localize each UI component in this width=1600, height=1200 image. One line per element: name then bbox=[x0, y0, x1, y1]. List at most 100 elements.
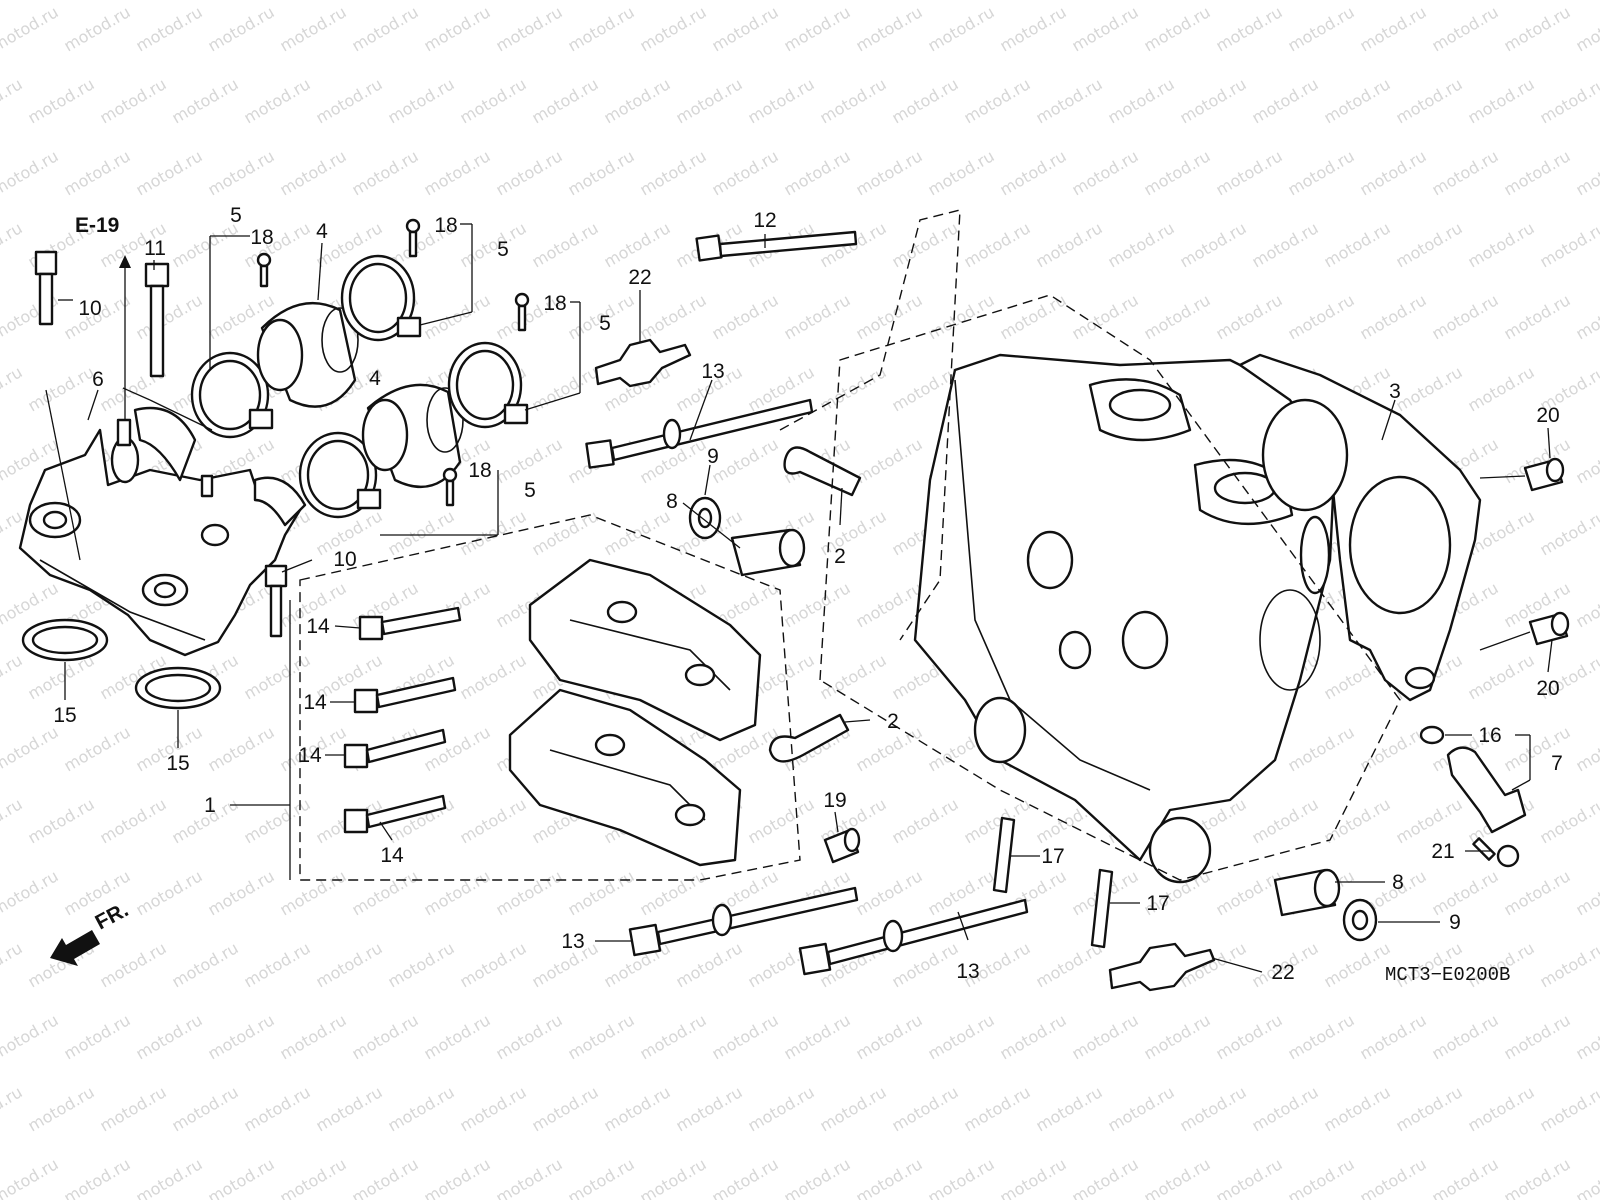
watermark-text: motod.ru bbox=[349, 866, 422, 919]
watermark-text: motod.ru bbox=[277, 1154, 350, 1200]
callout-15-right: 15 bbox=[166, 752, 189, 775]
watermark-text: motod.ru bbox=[421, 1154, 494, 1200]
watermark-text: motod.ru bbox=[0, 938, 26, 991]
watermark-text: motod.ru bbox=[97, 74, 170, 127]
watermark-text: motod.ru bbox=[1537, 794, 1600, 847]
watermark-text: motod.ru bbox=[709, 1154, 782, 1200]
watermark-text: motod.ru bbox=[169, 1082, 242, 1135]
watermark-text: motod.ru bbox=[133, 1010, 206, 1063]
watermark-text: motod.ru bbox=[133, 146, 206, 199]
watermark-text: motod.ru bbox=[709, 290, 782, 343]
watermark-text: motod.ru bbox=[1249, 1082, 1322, 1135]
callout-10-lower: 10 bbox=[333, 548, 356, 571]
watermark-text: motod.ru bbox=[1177, 74, 1250, 127]
watermark-text: motod.ru bbox=[1069, 146, 1142, 199]
watermark-text: motod.ru bbox=[0, 650, 26, 703]
watermark-text: motod.ru bbox=[1501, 290, 1574, 343]
watermark-text: motod.ru bbox=[25, 74, 98, 127]
watermark-text: motod.ru bbox=[241, 1082, 314, 1135]
watermark-text: motod.ru bbox=[1465, 1082, 1538, 1135]
watermark-text: motod.ru bbox=[1573, 578, 1600, 631]
watermark-text: motod.ru bbox=[1141, 1154, 1214, 1200]
watermark-text: motod.ru bbox=[1249, 218, 1322, 271]
watermark-text: motod.ru bbox=[421, 2, 494, 55]
callout-1: 1 bbox=[204, 794, 216, 817]
watermark-text: motod.ru bbox=[385, 938, 458, 991]
watermark-text: motod.ru bbox=[1429, 866, 1502, 919]
watermark-text: motod.ru bbox=[1357, 290, 1430, 343]
callout-10-upper: 10 bbox=[78, 297, 101, 320]
watermark-text: motod.ru bbox=[133, 2, 206, 55]
watermark-text: motod.ru bbox=[997, 1010, 1070, 1063]
watermark-text: motod.ru bbox=[709, 1010, 782, 1063]
watermark-text: motod.ru bbox=[1285, 146, 1358, 199]
cylinder-head bbox=[913, 353, 1337, 884]
clamp-5-c bbox=[298, 431, 382, 519]
seal-9-lower bbox=[1342, 898, 1378, 942]
watermark-text: motod.ru bbox=[205, 146, 278, 199]
watermark-text: motod.ru bbox=[529, 218, 602, 271]
callout-14-c: 14 bbox=[298, 744, 322, 767]
watermark-text: motod.ru bbox=[961, 1082, 1034, 1135]
collar-8-upper bbox=[730, 528, 806, 577]
watermark-text: motod.ru bbox=[781, 146, 854, 199]
watermark-text: motod.ru bbox=[1573, 866, 1600, 919]
watermark-text: motod.ru bbox=[1141, 146, 1214, 199]
clamp-5-b bbox=[340, 254, 422, 342]
watermark-text: motod.ru bbox=[25, 794, 98, 847]
dowel-20-upper bbox=[1523, 457, 1565, 492]
watermark-text: motod.ru bbox=[1357, 1154, 1430, 1200]
watermark-text: motod.ru bbox=[349, 2, 422, 55]
bolt-13-lower-left bbox=[628, 886, 859, 957]
watermark-text: motod.ru bbox=[1285, 290, 1358, 343]
watermark-text: motod.ru bbox=[745, 794, 818, 847]
watermark-text: motod.ru bbox=[349, 1010, 422, 1063]
watermark-text: motod.ru bbox=[529, 362, 602, 415]
callout-3: 3 bbox=[1389, 380, 1401, 403]
watermark-text: motod.ru bbox=[853, 866, 926, 919]
stud-17-a bbox=[992, 816, 1016, 894]
watermark-text: motod.ru bbox=[637, 866, 710, 919]
callout-9-lower: 9 bbox=[1449, 911, 1461, 934]
watermark-text: motod.ru bbox=[565, 2, 638, 55]
watermark-text: motod.ru bbox=[205, 722, 278, 775]
cam-holder-1-upper bbox=[528, 558, 762, 742]
clamp-5-a bbox=[190, 351, 274, 439]
callout-19: 19 bbox=[823, 789, 846, 812]
watermark-text: motod.ru bbox=[781, 1154, 854, 1200]
watermark-text: motod.ru bbox=[1429, 146, 1502, 199]
watermark-text: motod.ru bbox=[1501, 146, 1574, 199]
watermark-text: motod.ru bbox=[133, 866, 206, 919]
watermark-text: motod.ru bbox=[961, 218, 1034, 271]
watermark-text: motod.ru bbox=[169, 74, 242, 127]
watermark-text: motod.ru bbox=[1033, 74, 1106, 127]
watermark-text: motod.ru bbox=[817, 1082, 890, 1135]
watermark-text: motod.ru bbox=[1429, 1010, 1502, 1063]
watermark-text: motod.ru bbox=[1393, 74, 1466, 127]
callout-6: 6 bbox=[92, 368, 104, 391]
watermark-text: motod.ru bbox=[313, 1082, 386, 1135]
watermark-text: motod.ru bbox=[1465, 650, 1538, 703]
watermark-text: motod.ru bbox=[1573, 1154, 1600, 1200]
watermark-text: motod.ru bbox=[1393, 218, 1466, 271]
watermark-text: motod.ru bbox=[925, 1010, 998, 1063]
group-outline-holders bbox=[299, 514, 801, 881]
watermark-text: motod.ru bbox=[1321, 794, 1394, 847]
watermark-text: motod.ru bbox=[1177, 1082, 1250, 1135]
watermark-text: motod.ru bbox=[1501, 1154, 1574, 1200]
watermark-text: motod.ru bbox=[457, 1082, 530, 1135]
watermark-text: motod.ru bbox=[133, 290, 206, 343]
watermark-text: motod.ru bbox=[673, 74, 746, 127]
watermark-text: motod.ru bbox=[1465, 362, 1538, 415]
watermark-text: motod.ru bbox=[1249, 74, 1322, 127]
watermark-text: motod.ru bbox=[205, 1010, 278, 1063]
watermark-text: motod.ru bbox=[457, 506, 530, 559]
watermark-text: motod.ru bbox=[529, 1082, 602, 1135]
watermark-text: motod.ru bbox=[1285, 2, 1358, 55]
watermark-text: motod.ru bbox=[385, 1082, 458, 1135]
watermark-text: motod.ru bbox=[1357, 2, 1430, 55]
watermark-text: motod.ru bbox=[1213, 2, 1286, 55]
callouts: 1 2 2 3 4 4 5 5 5 5 6 7 8 8 9 9 10 10 11… bbox=[53, 204, 1563, 986]
watermark-text: motod.ru bbox=[349, 1154, 422, 1200]
watermark-text: motod.ru bbox=[61, 1154, 134, 1200]
